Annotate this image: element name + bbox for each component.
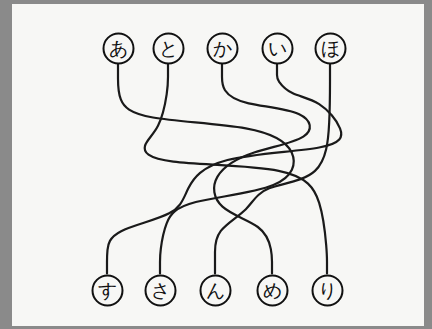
letter-circle: い <box>261 32 294 65</box>
letter: め <box>256 281 289 300</box>
letter-circle: か <box>206 32 239 65</box>
letter: ん <box>199 281 232 300</box>
letter: さ <box>144 281 177 300</box>
letter-circle: ん <box>199 274 232 307</box>
letter: か <box>206 39 239 58</box>
maze-line <box>107 65 341 274</box>
letter-circle: あ <box>102 32 135 65</box>
letter: い <box>261 39 294 58</box>
letter-circle: り <box>311 274 344 307</box>
letter: あ <box>102 39 135 58</box>
letter-circle: す <box>91 274 124 307</box>
letter: り <box>311 281 344 300</box>
letter: す <box>91 281 124 300</box>
letter-circle: ほ <box>314 32 347 65</box>
letter: ほ <box>314 39 347 58</box>
maze-line <box>214 65 310 274</box>
letter-circle: め <box>256 274 289 307</box>
letter: と <box>152 39 185 58</box>
letter-circle: さ <box>144 274 177 307</box>
maze-line <box>215 65 330 274</box>
letter-circle: と <box>152 32 185 65</box>
